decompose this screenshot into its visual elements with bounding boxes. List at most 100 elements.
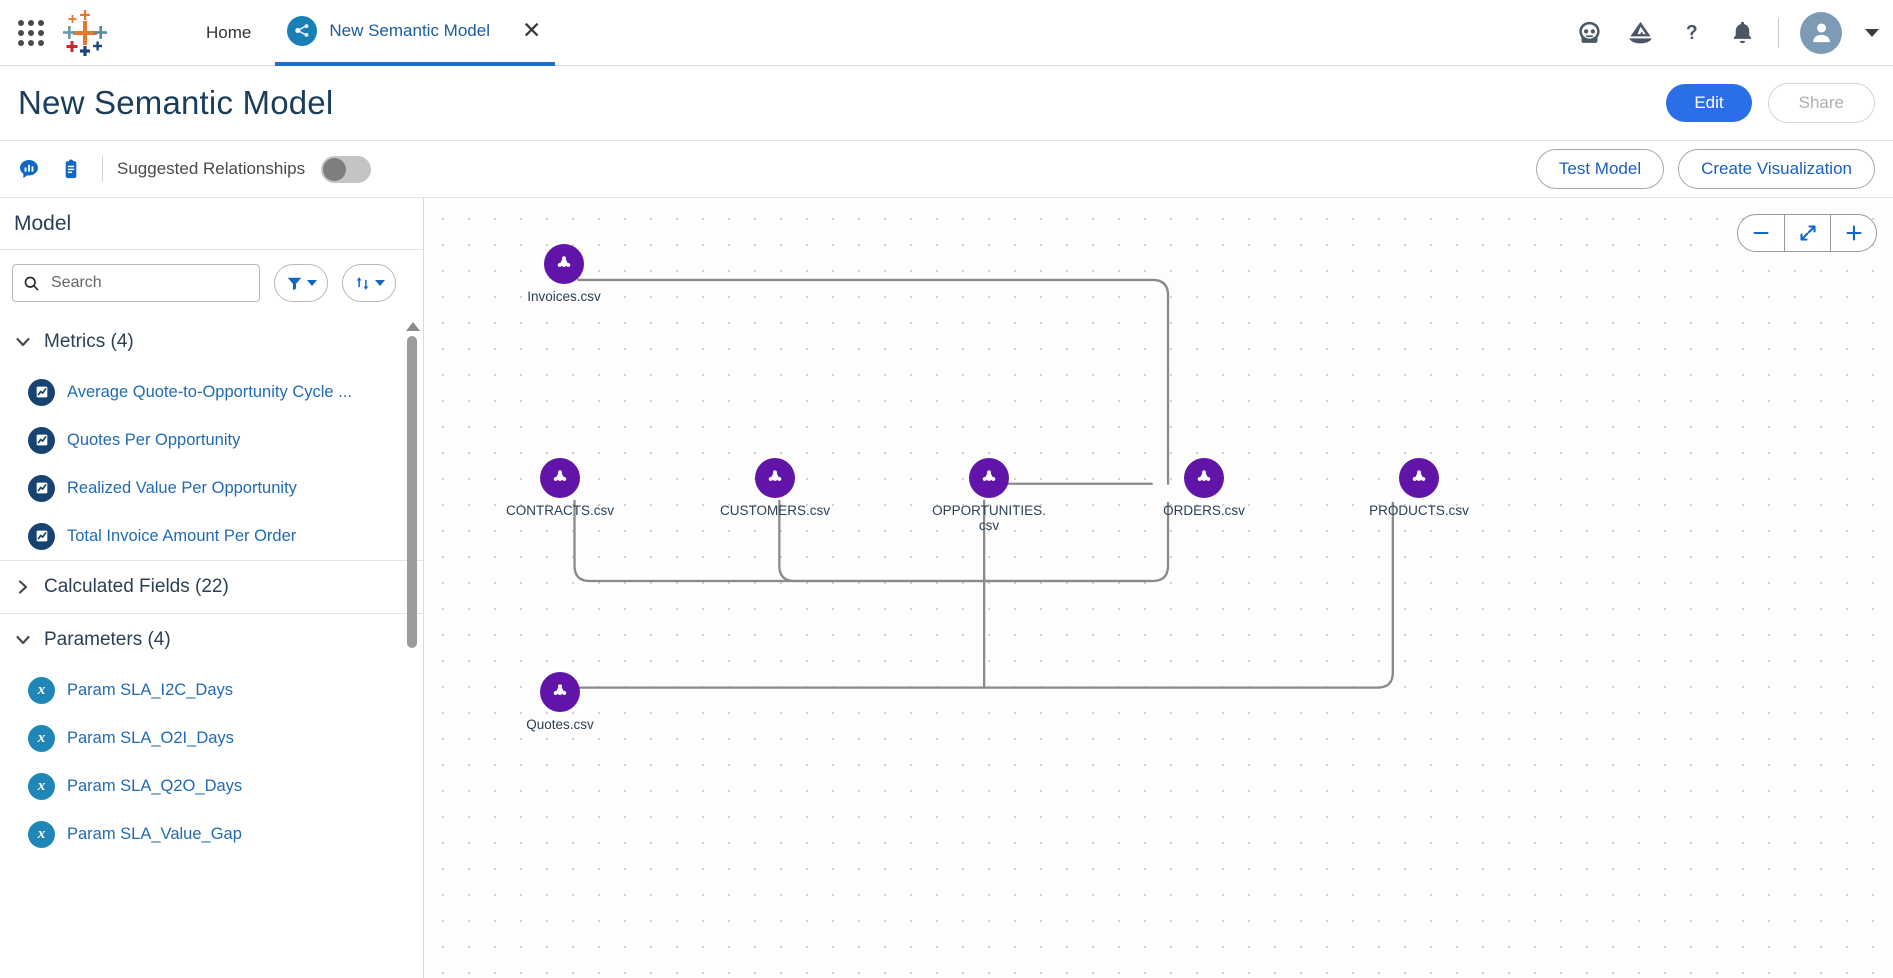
list-item[interactable]: x Param SLA_Value_Gap	[0, 810, 423, 858]
parameter-icon: x	[28, 676, 55, 704]
sidebar-header: Model	[0, 198, 423, 250]
model-canvas[interactable]: Invoices.csv CONTRACTS.csv CUSTOMERS.csv…	[424, 198, 1893, 978]
table-node-icon	[540, 458, 580, 498]
list-item-label: Average Quote-to-Opportunity Cycle ...	[67, 382, 352, 401]
zoom-in-button[interactable]	[1830, 215, 1876, 251]
list-item-label: Quotes Per Opportunity	[67, 430, 241, 449]
list-item[interactable]: x Param SLA_I2C_Days	[0, 666, 423, 714]
robot-assistant-icon[interactable]	[1574, 18, 1604, 48]
sort-button[interactable]	[342, 264, 396, 302]
list-item[interactable]: Total Invoice Amount Per Order	[0, 512, 423, 560]
node-quotes[interactable]: Quotes.csv	[490, 672, 630, 732]
section-header-metrics[interactable]: Metrics (4)	[0, 316, 423, 368]
divider	[102, 156, 103, 182]
section-label: Calculated Fields (22)	[44, 576, 229, 597]
page-title: New Semantic Model	[18, 84, 334, 121]
list-item-label: Param SLA_Value_Gap	[67, 824, 242, 843]
list-item[interactable]: Average Quote-to-Opportunity Cycle ...	[0, 368, 423, 416]
nav-home-link[interactable]: Home	[206, 22, 252, 42]
pulse-icon[interactable]	[1625, 18, 1655, 48]
search-input[interactable]	[51, 274, 249, 292]
tab-new-semantic-model[interactable]: New Semantic Model ✕	[275, 0, 556, 66]
node-opportunities[interactable]: OPPORTUNITIES.csv	[930, 458, 1048, 533]
list-item-label: Param SLA_O2I_Days	[67, 728, 234, 747]
semantic-model-icon	[287, 15, 318, 46]
sort-icon	[356, 276, 368, 290]
list-item-label: Total Invoice Amount Per Order	[67, 526, 297, 545]
fit-view-button[interactable]	[1784, 215, 1830, 251]
section-header-calculated-fields[interactable]: Calculated Fields (22)	[0, 561, 423, 613]
chevron-down-icon	[306, 280, 317, 286]
edit-button[interactable]: Edit	[1666, 84, 1752, 122]
data-insight-icon[interactable]	[14, 154, 44, 184]
share-button[interactable]: Share	[1767, 83, 1875, 123]
edge-contracts-orders	[573, 499, 1170, 583]
sidebar-scrollbar[interactable]	[406, 322, 420, 978]
test-model-button[interactable]: Test Model	[1535, 149, 1665, 189]
chevron-down-icon	[14, 631, 32, 649]
section-label: Metrics (4)	[44, 331, 134, 352]
sidebar-search-row	[0, 250, 423, 316]
tableau-logo-icon[interactable]	[62, 9, 108, 56]
scroll-up-arrow-icon[interactable]	[406, 322, 420, 331]
create-visualization-button[interactable]: Create Visualization	[1678, 149, 1875, 189]
parameter-icon: x	[28, 820, 55, 848]
table-node-icon	[755, 458, 795, 498]
list-item-label: Param SLA_Q2O_Days	[67, 776, 243, 795]
topbar-actions	[1574, 11, 1893, 54]
list-item[interactable]: Quotes Per Opportunity	[0, 416, 423, 464]
node-products[interactable]: PRODUCTS.csv	[1349, 458, 1489, 518]
list-item[interactable]: x Param SLA_Q2O_Days	[0, 762, 423, 810]
parameter-icon: x	[28, 724, 55, 752]
page-actions: Edit Share	[1666, 83, 1875, 123]
node-label: Quotes.csv	[526, 717, 594, 732]
chevron-down-icon	[374, 280, 385, 286]
sidebar-sections: Metrics (4) Average Quote-to-Opportunity…	[0, 316, 423, 978]
section-label: Parameters (4)	[44, 629, 171, 650]
toolbar-actions: Test Model Create Visualization	[1535, 149, 1879, 189]
metric-icon	[28, 378, 55, 406]
list-item[interactable]: Realized Value Per Opportunity	[0, 464, 423, 512]
notifications-icon[interactable]	[1727, 18, 1757, 48]
metric-icon	[28, 426, 55, 454]
list-item[interactable]: x Param SLA_O2I_Days	[0, 714, 423, 762]
table-node-icon	[544, 244, 584, 284]
node-label: CUSTOMERS.csv	[719, 503, 830, 518]
top-navigation-bar: Home New Semantic Model ✕	[0, 0, 1893, 66]
node-label: OPPORTUNITIES.csv	[932, 503, 1046, 533]
node-orders[interactable]: ORDERS.csv	[1134, 458, 1274, 518]
canvas-zoom-controls	[1737, 214, 1877, 252]
zoom-out-button[interactable]	[1738, 215, 1784, 251]
toggle-knob	[323, 157, 347, 181]
user-avatar-icon[interactable]	[1800, 11, 1842, 54]
node-label: ORDERS.csv	[1163, 503, 1245, 518]
model-toolbar: Suggested Relationships Test Model Creat…	[0, 141, 1893, 198]
table-node-icon	[1399, 458, 1439, 498]
help-icon[interactable]	[1676, 18, 1706, 48]
node-label: PRODUCTS.csv	[1369, 503, 1469, 518]
close-icon[interactable]: ✕	[521, 17, 542, 43]
node-customers[interactable]: CUSTOMERS.csv	[705, 458, 845, 518]
section-header-parameters[interactable]: Parameters (4)	[0, 614, 423, 666]
grid-apps-icon[interactable]	[14, 16, 48, 50]
page-title-bar: New Semantic Model Edit Share	[0, 66, 1893, 141]
expand-arrows-icon	[1799, 225, 1816, 241]
edge-customers-orders	[778, 499, 1153, 583]
table-node-icon	[540, 672, 580, 712]
metric-icon	[28, 474, 55, 502]
filter-button[interactable]	[274, 264, 328, 302]
relationship-edges	[573, 278, 1394, 689]
parameter-icon: x	[28, 772, 55, 800]
node-invoices[interactable]: Invoices.csv	[494, 244, 634, 304]
minus-icon	[1753, 231, 1769, 235]
node-contracts[interactable]: CONTRACTS.csv	[490, 458, 630, 518]
main-body: Model Metri	[0, 198, 1893, 978]
clipboard-icon[interactable]	[56, 154, 86, 184]
chevron-down-icon[interactable]	[1865, 28, 1879, 37]
list-item-label: Realized Value Per Opportunity	[67, 478, 297, 497]
scrollbar-thumb[interactable]	[407, 336, 417, 648]
suggested-relationships-toggle[interactable]	[321, 155, 372, 183]
search-box[interactable]	[12, 264, 260, 302]
divider	[1778, 17, 1779, 48]
edge-quotes-products	[575, 501, 1394, 689]
